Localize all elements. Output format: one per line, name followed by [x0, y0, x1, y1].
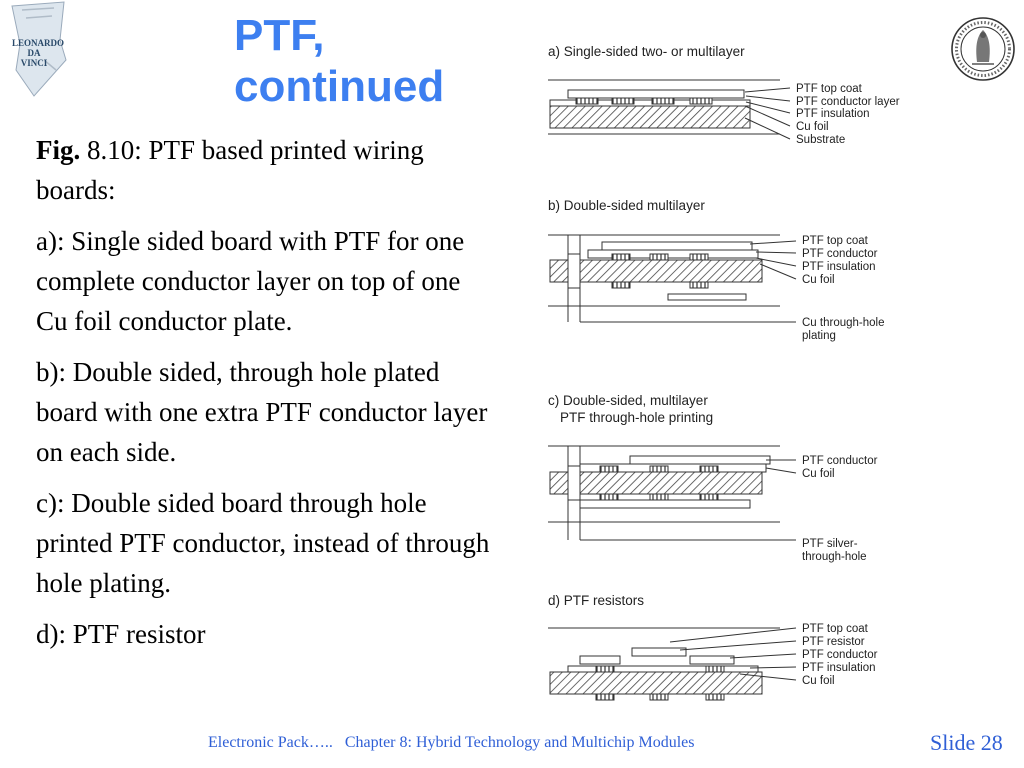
- panel-c-heading: c) Double-sided, multilayer: [548, 393, 708, 408]
- label-cu-foil: Cu foil: [802, 274, 835, 286]
- footer-chapter: Chapter 8: Hybrid Technology and Multich…: [344, 734, 695, 751]
- label-ptf-top-coat: PTF top coat: [802, 623, 869, 635]
- fig-label: Fig.: [36, 135, 81, 165]
- label-ptf-conductor: PTF conductor: [802, 248, 878, 260]
- label-ptf-resistor: PTF resistor: [802, 636, 865, 648]
- label-ptf-conductor: PTF conductor: [802, 455, 878, 467]
- panel-a-heading: a) Single-sided two- or multilayer: [548, 44, 745, 59]
- ptf-board-cross-sections: a) Single-sided two- or multilayer PTF t…: [548, 44, 900, 701]
- item-c: c): Double sided board through hole prin…: [36, 488, 490, 598]
- through-hole: [567, 253, 581, 289]
- label-ptf-conductor-layer: PTF conductor layer: [796, 96, 900, 108]
- label-ptf-conductor: PTF conductor: [802, 649, 878, 661]
- substrate: [549, 671, 763, 695]
- slide-footer: Electronic Pack….. Chapter 8: Hybrid Tec…: [208, 734, 695, 752]
- panel-c-heading: PTF through-hole printing: [560, 410, 713, 425]
- panel-b: b) Double-sided multilayer PTF top coat …: [548, 198, 884, 342]
- label-ptf-top-coat: PTF top coat: [802, 235, 869, 247]
- slide-body: Fig. 8.10: PTF based printed wiring boar…: [36, 130, 498, 665]
- logo-text-line: VINCI: [21, 58, 48, 68]
- label-through-hole: through-hole: [802, 551, 867, 563]
- item-b: b): Double sided, through hole plated bo…: [36, 357, 488, 467]
- printed-through-hole: [567, 465, 581, 501]
- logo-text-line: LEONARDO: [12, 38, 64, 48]
- substrate: [549, 259, 763, 283]
- panel-a: a) Single-sided two- or multilayer PTF t…: [548, 44, 900, 146]
- panel-c: c) Double-sided, multilayer PTF through-…: [548, 393, 878, 563]
- substrate: [549, 471, 763, 495]
- panel-b-heading: b) Double-sided multilayer: [548, 198, 705, 213]
- label-ptf-top-coat: PTF top coat: [796, 83, 863, 95]
- label-cu-foil: Cu foil: [802, 468, 835, 480]
- label-cu-foil: Cu foil: [802, 675, 835, 687]
- logo-text-line: DA: [28, 48, 41, 58]
- item-a: a): Single sided board with PTF for one …: [36, 226, 465, 336]
- fig-caption-text: 8.10: PTF based printed wiring boards:: [36, 135, 424, 205]
- panel-d-heading: d) PTF resistors: [548, 593, 644, 608]
- leonardo-da-vinci-logo: LEONARDO DA VINCI: [11, 1, 67, 97]
- ptf-resistor: [631, 647, 687, 657]
- label-cu-through-hole: Cu through-hole: [802, 317, 884, 329]
- title-line: continued: [234, 62, 445, 111]
- label-ptf-insulation: PTF insulation: [802, 662, 876, 674]
- item-d: d): PTF resistor: [36, 619, 206, 649]
- label-cu-foil: Cu foil: [796, 121, 829, 133]
- panel-d: d) PTF resistors PTF top coat PTF resist…: [548, 593, 878, 701]
- label-substrate: Substrate: [796, 134, 845, 146]
- footer-course: Electronic Pack…..: [208, 734, 333, 751]
- slide-title: PTF, continued: [234, 10, 444, 112]
- figure-caption: Fig. 8.10: PTF based printed wiring boar…: [36, 130, 498, 210]
- university-seal-icon: [951, 17, 1015, 81]
- title-line: PTF,: [234, 11, 325, 60]
- label-plating: plating: [802, 330, 836, 342]
- label-ptf-insulation: PTF insulation: [802, 261, 876, 273]
- label-ptf-silver: PTF silver-: [802, 538, 858, 550]
- label-ptf-insulation: PTF insulation: [796, 108, 870, 120]
- substrate: [549, 105, 751, 129]
- slide-number: Slide 28: [930, 730, 1003, 755]
